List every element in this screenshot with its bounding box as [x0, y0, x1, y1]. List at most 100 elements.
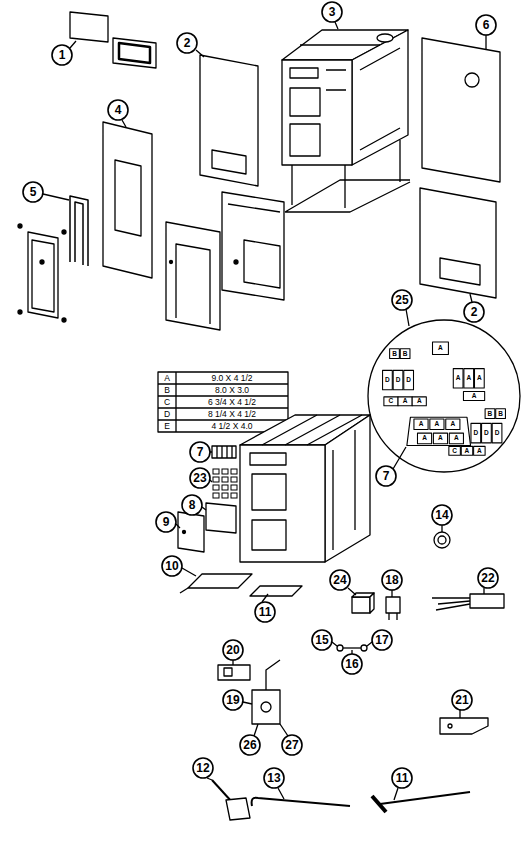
rake — [380, 792, 470, 804]
side-panel — [440, 258, 480, 285]
leader-lines — [43, 22, 486, 800]
element-assembly — [432, 598, 470, 610]
brick-letter: A — [472, 393, 477, 400]
brick-letter: A — [466, 375, 471, 382]
callout-number: 24 — [333, 574, 346, 586]
table-cell: B — [164, 386, 170, 395]
door — [18, 224, 66, 322]
ring — [438, 536, 446, 544]
callout-circle — [330, 570, 350, 590]
tray-piece — [250, 586, 302, 596]
back-panel — [422, 38, 500, 182]
brick-letter: A — [417, 398, 422, 405]
brick-letter: B — [498, 410, 503, 417]
table-cell: A — [164, 374, 170, 383]
door — [28, 232, 58, 318]
callout-circle — [376, 466, 396, 486]
callout-circle — [476, 15, 496, 35]
brick-letter: D — [406, 377, 411, 384]
callout-number: 11 — [259, 606, 272, 618]
element-assembly — [432, 594, 504, 610]
air-grid — [212, 468, 239, 500]
furnace-body — [240, 445, 325, 562]
callout-number: 3 — [329, 6, 336, 18]
ring — [434, 532, 450, 548]
firebrick — [384, 397, 398, 406]
back-panel — [465, 73, 479, 87]
firebrick — [430, 419, 444, 430]
brick-letter: A — [456, 375, 461, 382]
callout-number: 1 — [59, 49, 66, 61]
firebox-assembly — [290, 88, 320, 116]
callout-circle — [182, 495, 202, 515]
door — [62, 230, 66, 234]
brick-letter: A — [438, 435, 443, 442]
callout-circle — [108, 100, 128, 120]
firebrick — [433, 342, 449, 354]
firebox-assembly — [290, 68, 318, 78]
callout-circle — [464, 302, 484, 322]
ash-door — [183, 531, 186, 534]
brick-letter: D — [484, 430, 489, 437]
gasket — [70, 196, 88, 266]
shovel — [212, 780, 232, 802]
furnace-body — [262, 415, 362, 550]
firebrick — [404, 370, 414, 389]
brick-letter: C — [452, 448, 457, 455]
bracket — [440, 718, 488, 734]
callout-number: 2 — [184, 37, 191, 49]
firebrick — [417, 433, 431, 444]
callout-number: 12 — [196, 762, 209, 774]
door — [32, 240, 54, 312]
callout-number: 18 — [385, 574, 398, 586]
furnace-body — [250, 453, 286, 465]
damper-valve — [261, 702, 271, 712]
control-box — [352, 593, 374, 613]
firebrick — [449, 446, 460, 455]
brick-letter: D — [495, 430, 500, 437]
callout-circle — [264, 768, 284, 788]
plate-part — [70, 12, 108, 42]
firebrick — [446, 419, 460, 430]
callout-circle — [372, 630, 392, 650]
side-panel — [200, 55, 258, 186]
callout-circle — [193, 758, 213, 778]
callout-circle — [322, 2, 342, 22]
callout-number: 10 — [165, 560, 178, 572]
callout-number: 25 — [395, 294, 408, 306]
front-panel — [222, 192, 284, 300]
callout-number: 4 — [115, 104, 122, 116]
brick-letter: D — [473, 430, 478, 437]
frame-part — [113, 38, 156, 68]
front-panel — [244, 240, 280, 288]
bracket — [448, 724, 452, 728]
firebrick — [393, 370, 403, 389]
firebox-assembly — [352, 30, 408, 165]
callout-circle — [177, 33, 197, 53]
leader-lines — [43, 22, 486, 800]
firebrick — [398, 397, 412, 406]
callout-number: 16 — [345, 658, 358, 670]
callout-number: 27 — [285, 739, 298, 751]
callout-circle — [162, 556, 182, 576]
size-table — [158, 372, 288, 432]
front-panel — [222, 192, 284, 300]
callout-circle — [52, 45, 72, 65]
firebox-assembly — [285, 180, 410, 212]
callout-number: 17 — [375, 634, 388, 646]
door-frame-panel — [103, 122, 152, 278]
brick-letter: A — [403, 398, 408, 405]
firebrick — [461, 446, 472, 455]
door-frame-panel — [103, 122, 152, 278]
shovel — [226, 798, 250, 820]
cover-plate — [206, 503, 236, 533]
firebrick — [464, 369, 474, 388]
front-panel — [228, 204, 280, 212]
table-cell: E — [164, 422, 170, 431]
damper-valve — [252, 660, 280, 724]
brick-letter: A — [450, 421, 455, 428]
ash-tray — [180, 588, 188, 593]
brick-letter: B — [392, 350, 397, 357]
damper-valve — [252, 690, 280, 724]
